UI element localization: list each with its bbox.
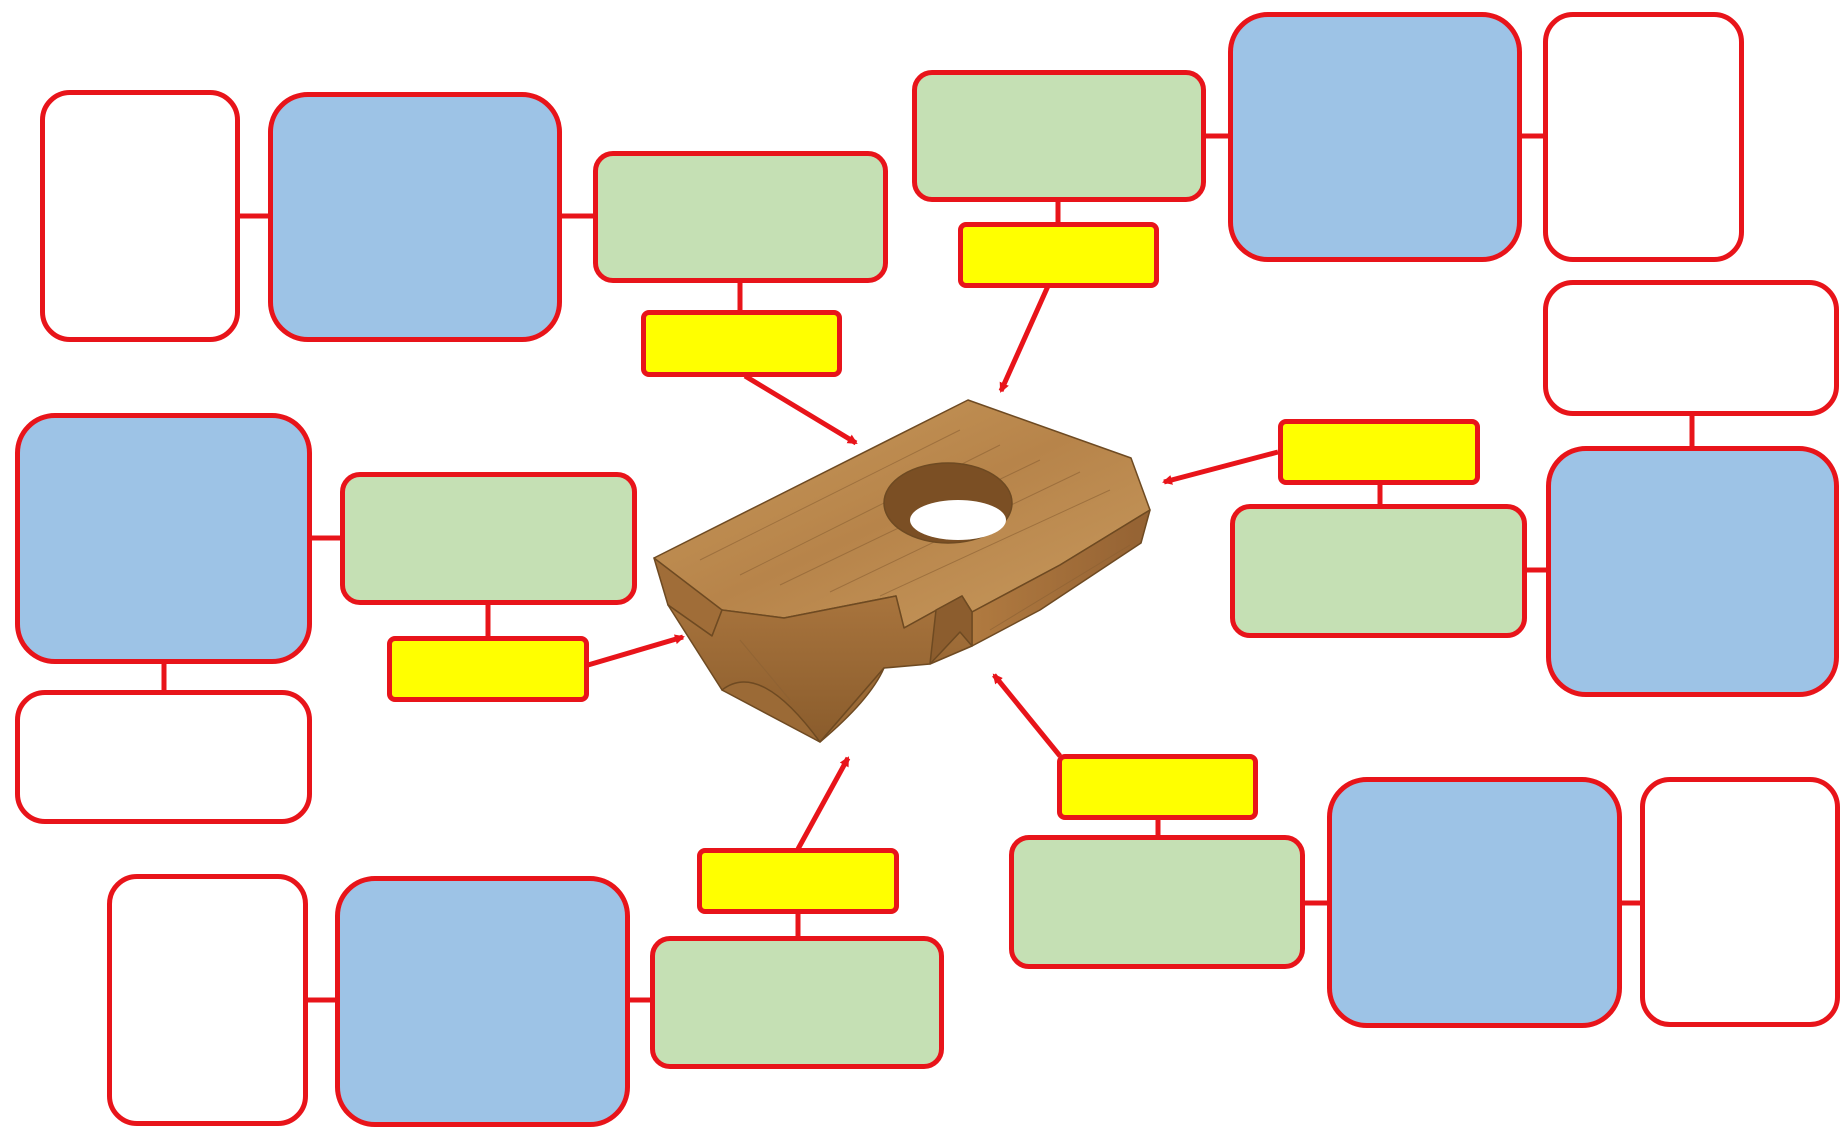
label-box-yellow[interactable] bbox=[697, 848, 899, 914]
label-box-green[interactable] bbox=[1009, 835, 1305, 969]
label-box-blue[interactable] bbox=[1228, 12, 1522, 262]
label-box-yellow[interactable] bbox=[1278, 419, 1480, 485]
label-box-green[interactable] bbox=[1230, 504, 1527, 638]
label-box-green[interactable] bbox=[593, 151, 888, 283]
label-box-blue[interactable] bbox=[1327, 777, 1622, 1028]
arrow bbox=[743, 373, 858, 446]
label-box-blue[interactable] bbox=[15, 413, 312, 664]
label-box-yellow[interactable] bbox=[958, 222, 1159, 288]
label-box-white[interactable] bbox=[107, 874, 308, 1126]
block-hole-opening bbox=[910, 500, 1006, 540]
label-box-blue[interactable] bbox=[1546, 446, 1839, 697]
label-box-blue[interactable] bbox=[335, 876, 630, 1127]
label-box-white[interactable] bbox=[40, 90, 240, 342]
arrow bbox=[998, 284, 1051, 393]
arrow bbox=[795, 756, 851, 851]
arrow bbox=[587, 634, 685, 668]
label-box-green[interactable] bbox=[912, 70, 1206, 202]
label-box-green[interactable] bbox=[650, 936, 944, 1069]
label-box-green[interactable] bbox=[340, 472, 637, 605]
arrow bbox=[1162, 449, 1279, 485]
label-box-white[interactable] bbox=[1543, 12, 1744, 262]
arrow bbox=[992, 673, 1062, 758]
block-rounded-front bbox=[721, 667, 885, 743]
label-box-white[interactable] bbox=[1640, 777, 1840, 1027]
label-box-yellow[interactable] bbox=[1057, 754, 1258, 820]
label-box-yellow[interactable] bbox=[641, 310, 842, 377]
block-notch bbox=[929, 595, 973, 665]
label-box-blue[interactable] bbox=[268, 92, 562, 342]
label-box-yellow[interactable] bbox=[387, 636, 589, 702]
label-box-white[interactable] bbox=[1543, 280, 1839, 416]
label-box-white[interactable] bbox=[15, 690, 312, 824]
